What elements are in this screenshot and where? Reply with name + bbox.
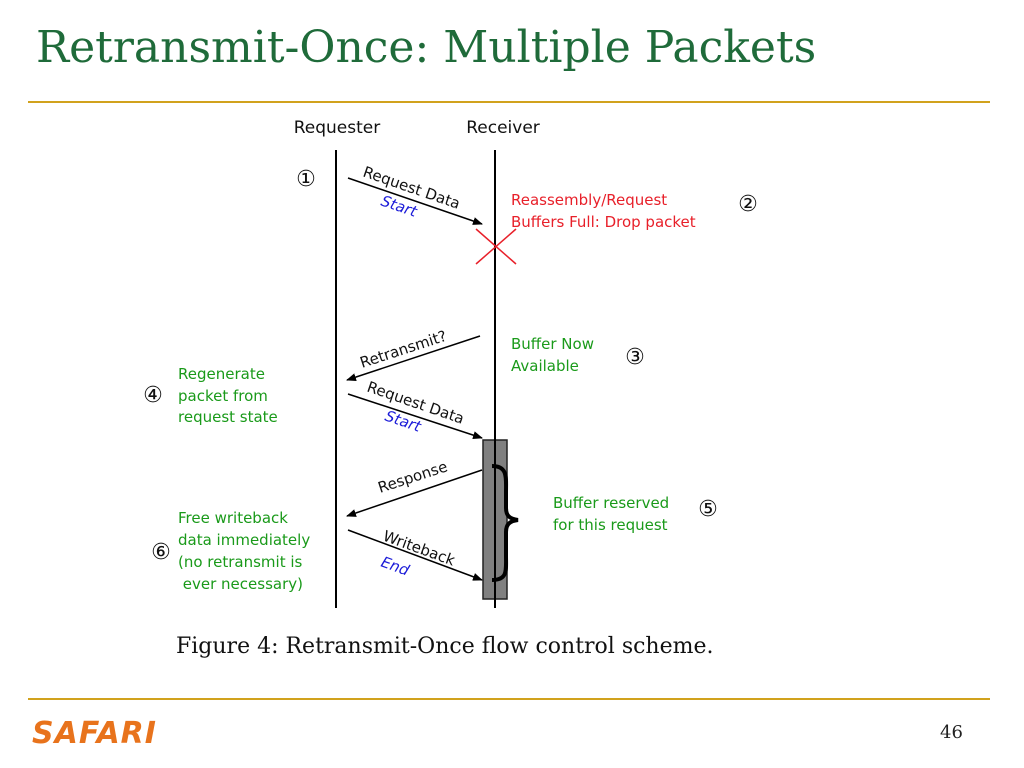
step-6-line-3: (no retransmit is [178,553,303,571]
writeback-end-label: End [379,553,412,580]
requester-label: Requester [294,118,381,138]
step-4-marker: ④ [143,383,163,408]
request-data-arrow-1 [347,177,483,225]
response-arrow [346,469,483,517]
page-number: 46 [940,722,963,743]
step-3-marker: ③ [625,345,645,370]
step-6-line-2: data immediately [178,531,310,549]
response-label: Response [376,457,450,496]
writeback-arrow [347,529,483,581]
figure-caption: Figure 4: Retransmit-Once flow control s… [176,634,714,659]
retransmit-label: Retransmit? [358,327,449,372]
step-4-line-1: Regenerate [178,365,265,383]
step-4-line-2: packet from [178,387,268,405]
step-1-marker: ① [296,167,316,192]
step-5-line-1: Buffer reserved [553,494,669,512]
step-3-line-1: Buffer Now [511,335,594,353]
safari-logo: SAFARI [32,716,157,751]
step-2-line-1: Reassembly/Request [511,191,667,209]
retransmit-arrow [346,335,481,381]
step-2-marker: ② [738,192,758,217]
drop-packet-x-b [475,228,517,265]
title-divider [28,101,990,103]
step-6-line-1: Free writeback [178,509,288,527]
receiver-label: Receiver [466,118,540,138]
footer-divider [28,698,990,700]
step-5-line-2: for this request [553,516,668,534]
step-6-line-4: ever necessary) [178,575,303,593]
buffer-brace [491,464,519,582]
step-2-line-2: Buffers Full: Drop packet [511,213,696,231]
step-6-marker: ⑥ [151,540,171,565]
step-3-line-2: Available [511,357,579,375]
flow-diagram: Requester Receiver Request Data Start Re… [143,118,758,608]
slide-title: Retransmit-Once: Multiple Packets [36,22,817,73]
step-5-marker: ⑤ [698,497,718,522]
step-4-line-3: request state [178,408,278,426]
request-data-arrow-2 [347,393,483,439]
